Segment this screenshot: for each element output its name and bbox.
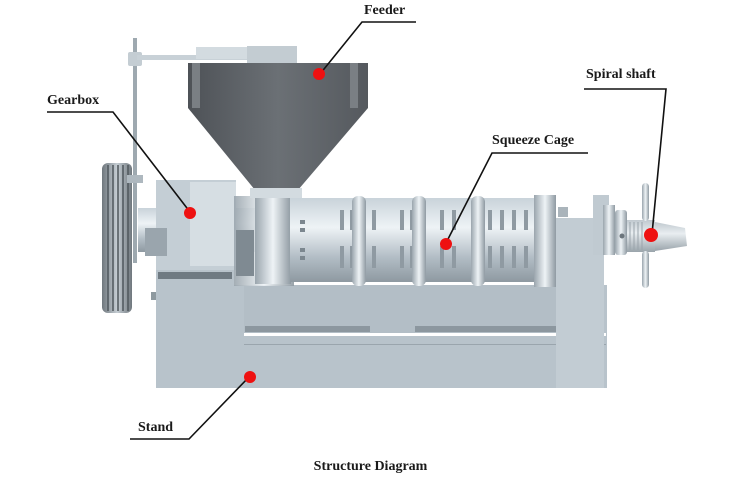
leader-line-gearbox [47,111,191,213]
marker-spiral-shaft [644,228,658,242]
feeder-hopper [188,46,368,198]
markers [184,68,658,383]
spiral-shaft [627,183,687,288]
control-rod [127,38,256,263]
marker-feeder [313,68,325,80]
squeeze-cage [305,195,556,287]
marker-gearbox [184,207,196,219]
label-spiral-shaft: Spiral shaft [586,67,656,82]
discharge-housing [556,195,627,388]
label-gearbox: Gearbox [47,93,100,108]
leader-line-spiral-shaft [584,88,667,235]
leader-line-squeeze-cage [445,152,588,244]
leader-lines [47,21,667,440]
marker-squeeze-cage [440,238,452,250]
marker-stand [244,371,256,383]
leader-line-feeder [319,21,416,75]
label-feeder: Feeder [364,3,406,18]
label-stand: Stand [138,420,174,435]
stand [151,270,607,388]
pulley [102,163,132,313]
diagram-caption: Structure Diagram [313,459,428,474]
label-squeeze-cage: Squeeze Cage [492,133,575,148]
leader-line-stand [130,376,250,440]
